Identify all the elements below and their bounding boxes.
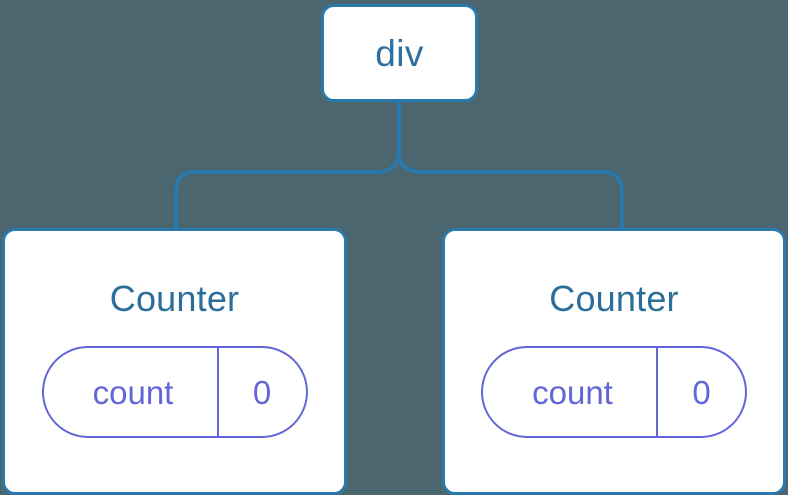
node-root-label: div xyxy=(375,32,424,74)
state-value: 0 xyxy=(692,373,711,411)
state-pill[interactable]: count 0 xyxy=(41,346,308,438)
state-pill[interactable]: count 0 xyxy=(481,346,747,438)
state-value: 0 xyxy=(252,373,272,411)
node-root-div[interactable]: div xyxy=(321,4,478,102)
node-component-counter-1[interactable]: Counter count 0 xyxy=(442,228,786,495)
node-title: Counter xyxy=(549,278,679,319)
state-key: count xyxy=(483,348,658,436)
node-title: Counter xyxy=(109,278,240,319)
connector-stem-and-branches xyxy=(174,101,401,230)
node-component-counter-0[interactable]: Counter count 0 xyxy=(2,228,347,495)
connector-branch-right xyxy=(397,149,624,230)
state-key: count xyxy=(44,348,219,436)
